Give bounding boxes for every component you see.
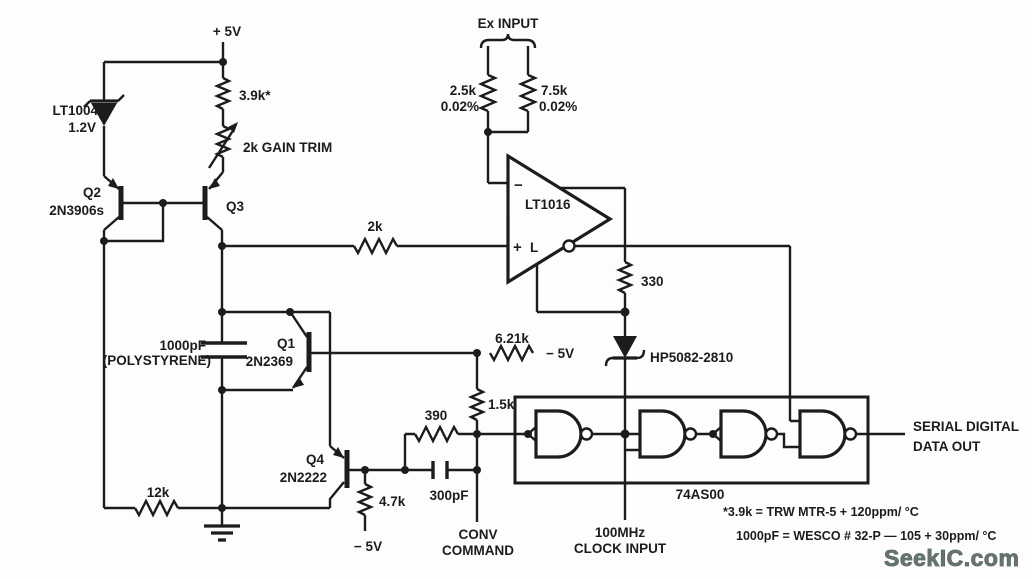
r-2k-label: 2k — [367, 219, 383, 234]
q1-ref-label: Q1 — [277, 336, 296, 351]
v-minus-mid-label: − 5V — [546, 346, 574, 361]
serial-out-label-1: SERIAL DIGITAL — [913, 419, 1019, 434]
q3-emitter-arrow — [209, 178, 220, 189]
q4-ref-label: Q4 — [306, 452, 325, 467]
capacitor-300pf — [431, 461, 449, 479]
q2-emitter-arrow — [108, 178, 119, 189]
nand-gate-1 — [534, 409, 583, 459]
resistor-12k — [133, 498, 180, 518]
wires — [102, 42, 905, 531]
gain-trim-arrowhead — [228, 122, 238, 133]
lt1004-zener — [83, 94, 125, 126]
schottky-diode — [604, 336, 646, 367]
serial-out-label-2: DATA OUT — [913, 439, 981, 454]
resistor-330 — [615, 260, 635, 295]
footnote-resistor: *3.9k = TRW MTR-5 + 120ppm/ °C — [723, 505, 919, 519]
v-plus-label: + 5V — [213, 24, 241, 39]
comparator-lt1016 — [506, 153, 614, 285]
clock-label-2: CLOCK INPUT — [574, 541, 667, 556]
resistor-390 — [413, 424, 460, 444]
c-300pf-label: 300pF — [429, 488, 468, 503]
q2-part-label: 2N3906s — [49, 203, 104, 218]
gain-trim-arrow — [207, 128, 236, 169]
r-25k-label: 2.5k — [450, 83, 477, 98]
r-621k-label: 6.21k — [495, 331, 529, 346]
r-75k-label: 7.5k — [541, 83, 568, 98]
resistor-2k — [352, 236, 399, 256]
comparator-plus-input: + — [513, 239, 522, 256]
ground-symbol — [204, 524, 240, 542]
logic-74as00 — [513, 395, 870, 485]
capacitor-symbols — [201, 341, 449, 479]
r-390-label: 390 — [425, 408, 448, 423]
resistor-7.5k — [517, 73, 539, 113]
footnote-capacitor: 1000pF = WESCO # 32-P — 105 + 30ppm/ °C — [736, 529, 996, 543]
q1-part-label: 2N2369 — [246, 354, 293, 369]
q2-ref-label: Q2 — [83, 185, 101, 200]
r-75k-tol-label: 0.02% — [539, 99, 577, 114]
q4-arrow — [333, 447, 344, 458]
junction-dots — [100, 58, 717, 512]
nand-gate-3 — [719, 409, 768, 459]
nand-gate-2 — [638, 409, 687, 459]
r-47k-label: 4.7k — [379, 494, 406, 509]
r-39k-label: 3.9k* — [239, 88, 271, 103]
r-330-label: 330 — [641, 274, 664, 289]
comparator-latch-pin: L — [530, 240, 538, 255]
capacitor-1000pf — [201, 341, 247, 359]
transistor-symbols — [108, 178, 350, 488]
resistor-6.21k — [488, 343, 535, 363]
clock-label-1: 100MHz — [595, 525, 646, 540]
ex-input-brace — [479, 33, 537, 49]
nand-gate-4 — [798, 409, 847, 459]
lt1004-voltage-label: 1.2V — [68, 120, 96, 135]
r-15k-label: 1.5k — [488, 397, 515, 412]
seekic-watermark: SeekIC.com — [884, 545, 1019, 571]
q3-ref-label: Q3 — [226, 199, 245, 214]
resistor-2.5k — [477, 73, 499, 113]
q1-emitter-arrow — [293, 377, 304, 388]
lt1004-label: LT1004 — [52, 103, 98, 118]
r-12k-label: 12k — [147, 485, 170, 500]
comparator-label: LT1016 — [525, 197, 571, 212]
c-1000pf-type-label: (POLYSTYRENE) — [103, 353, 211, 368]
c-1000pf-label: 1000pF — [159, 338, 206, 353]
comparator-output-bubble — [562, 239, 576, 253]
ic-74as00-label: 74AS00 — [676, 487, 725, 502]
r-25k-tol-label: 0.02% — [441, 99, 479, 114]
comparator-minus-input: − — [514, 177, 523, 194]
conv-command-label-1: CONV — [458, 527, 497, 542]
gain-trim-label: 2k GAIN TRIM — [243, 140, 332, 155]
q4-part-label: 2N2222 — [280, 470, 327, 485]
ex-input-label: Ex INPUT — [478, 16, 540, 31]
conv-command-label-2: COMMAND — [442, 543, 514, 558]
resistor-1.5k — [467, 387, 487, 422]
resistor-symbols — [133, 73, 635, 518]
resistor-4.7k — [355, 482, 375, 517]
resistor-3.9k — [213, 76, 233, 111]
schottky-label: HP5082-2810 — [650, 350, 733, 365]
v-minus-bottom-label: − 5V — [354, 539, 382, 554]
